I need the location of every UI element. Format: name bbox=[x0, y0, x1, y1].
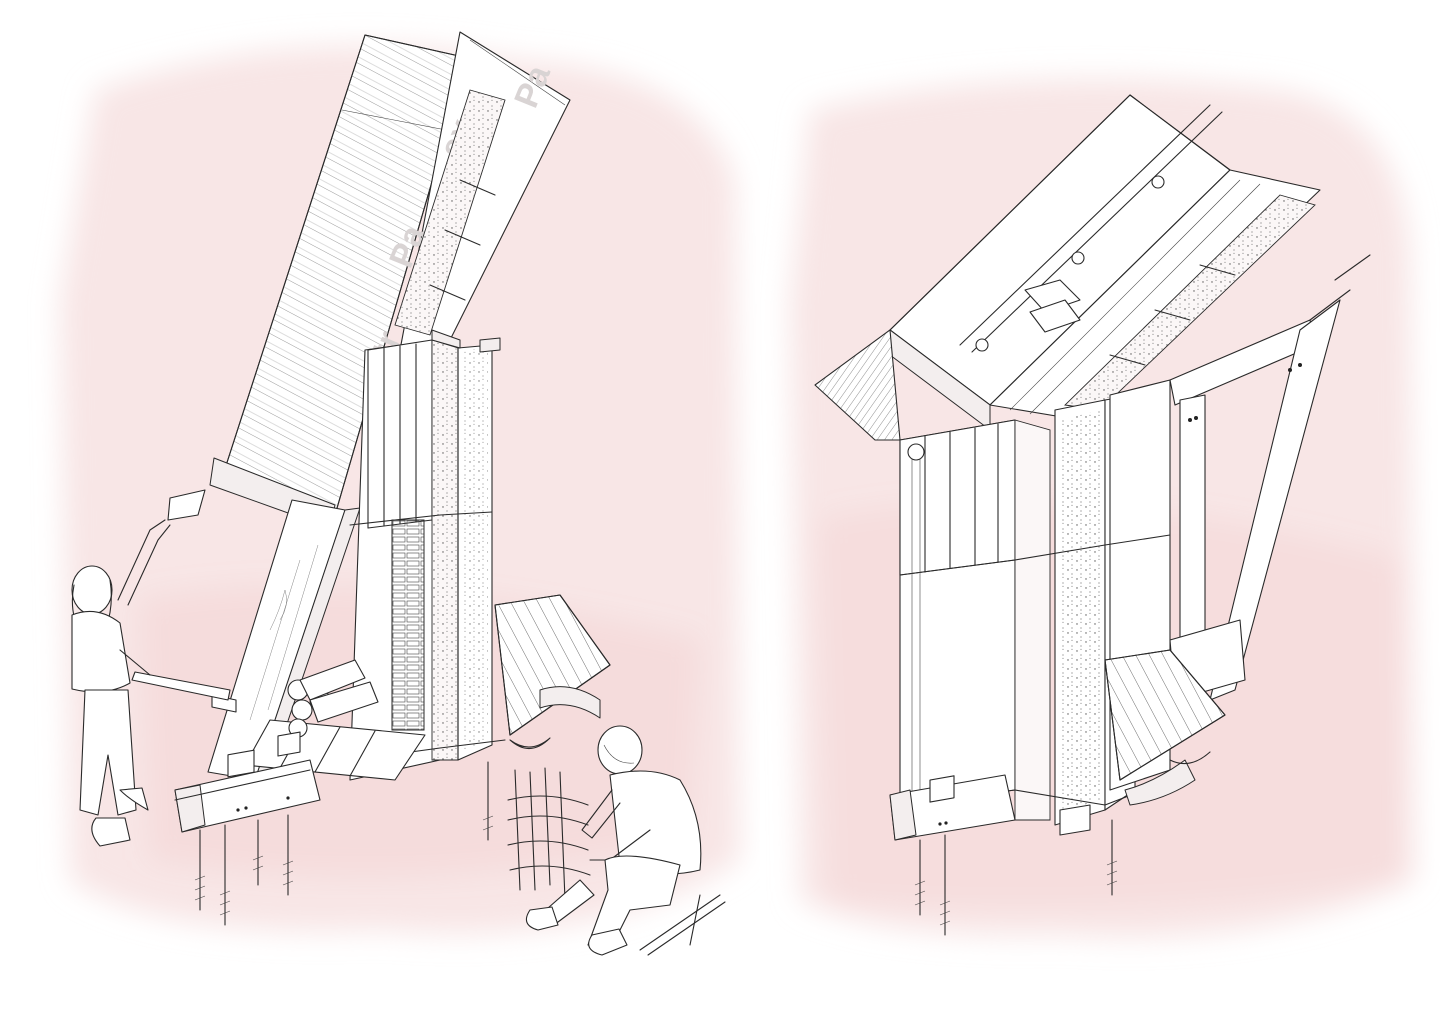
floor-deck bbox=[1104, 649, 1226, 806]
wattle-panel bbox=[507, 767, 591, 901]
ground-screws-right bbox=[914, 819, 1118, 936]
rail-bracket bbox=[1071, 251, 1085, 265]
side-timber-truss bbox=[1169, 254, 1371, 701]
left-axonometric-drawing: Pa ax Pa ratr bbox=[60, 31, 740, 956]
ground-screw bbox=[282, 814, 294, 896]
right-axonometric-drawing bbox=[790, 78, 1415, 938]
timber-frame-wall bbox=[899, 379, 1171, 826]
ground-screws-left bbox=[194, 761, 494, 926]
rail-bracket bbox=[1151, 175, 1165, 189]
rail-bracket bbox=[975, 338, 989, 352]
left-axonometric-panel: Pa ax Pa ratr bbox=[60, 31, 740, 956]
log-stack bbox=[287, 659, 379, 738]
ground-screw bbox=[194, 829, 206, 911]
timber-frame-wall bbox=[349, 329, 506, 781]
sill-beam bbox=[174, 731, 321, 833]
ground-screw bbox=[1106, 819, 1118, 896]
sill-beam bbox=[889, 774, 1091, 841]
ground-screw bbox=[219, 824, 231, 926]
pulley-wheel bbox=[907, 443, 925, 461]
ground-screw bbox=[482, 761, 494, 841]
floor-deck bbox=[494, 594, 611, 750]
ground-screw bbox=[252, 819, 264, 886]
right-axonometric-panel bbox=[760, 0, 1440, 1017]
man-weaving-wattle-figure bbox=[507, 725, 726, 956]
woman-plastering-figure bbox=[71, 489, 231, 847]
rafter-insulation bbox=[394, 89, 506, 336]
ground-screw bbox=[914, 839, 926, 916]
corrugated-roof-sheet bbox=[209, 34, 469, 529]
roof-assembly bbox=[814, 94, 1321, 441]
ground-screw bbox=[939, 834, 951, 936]
